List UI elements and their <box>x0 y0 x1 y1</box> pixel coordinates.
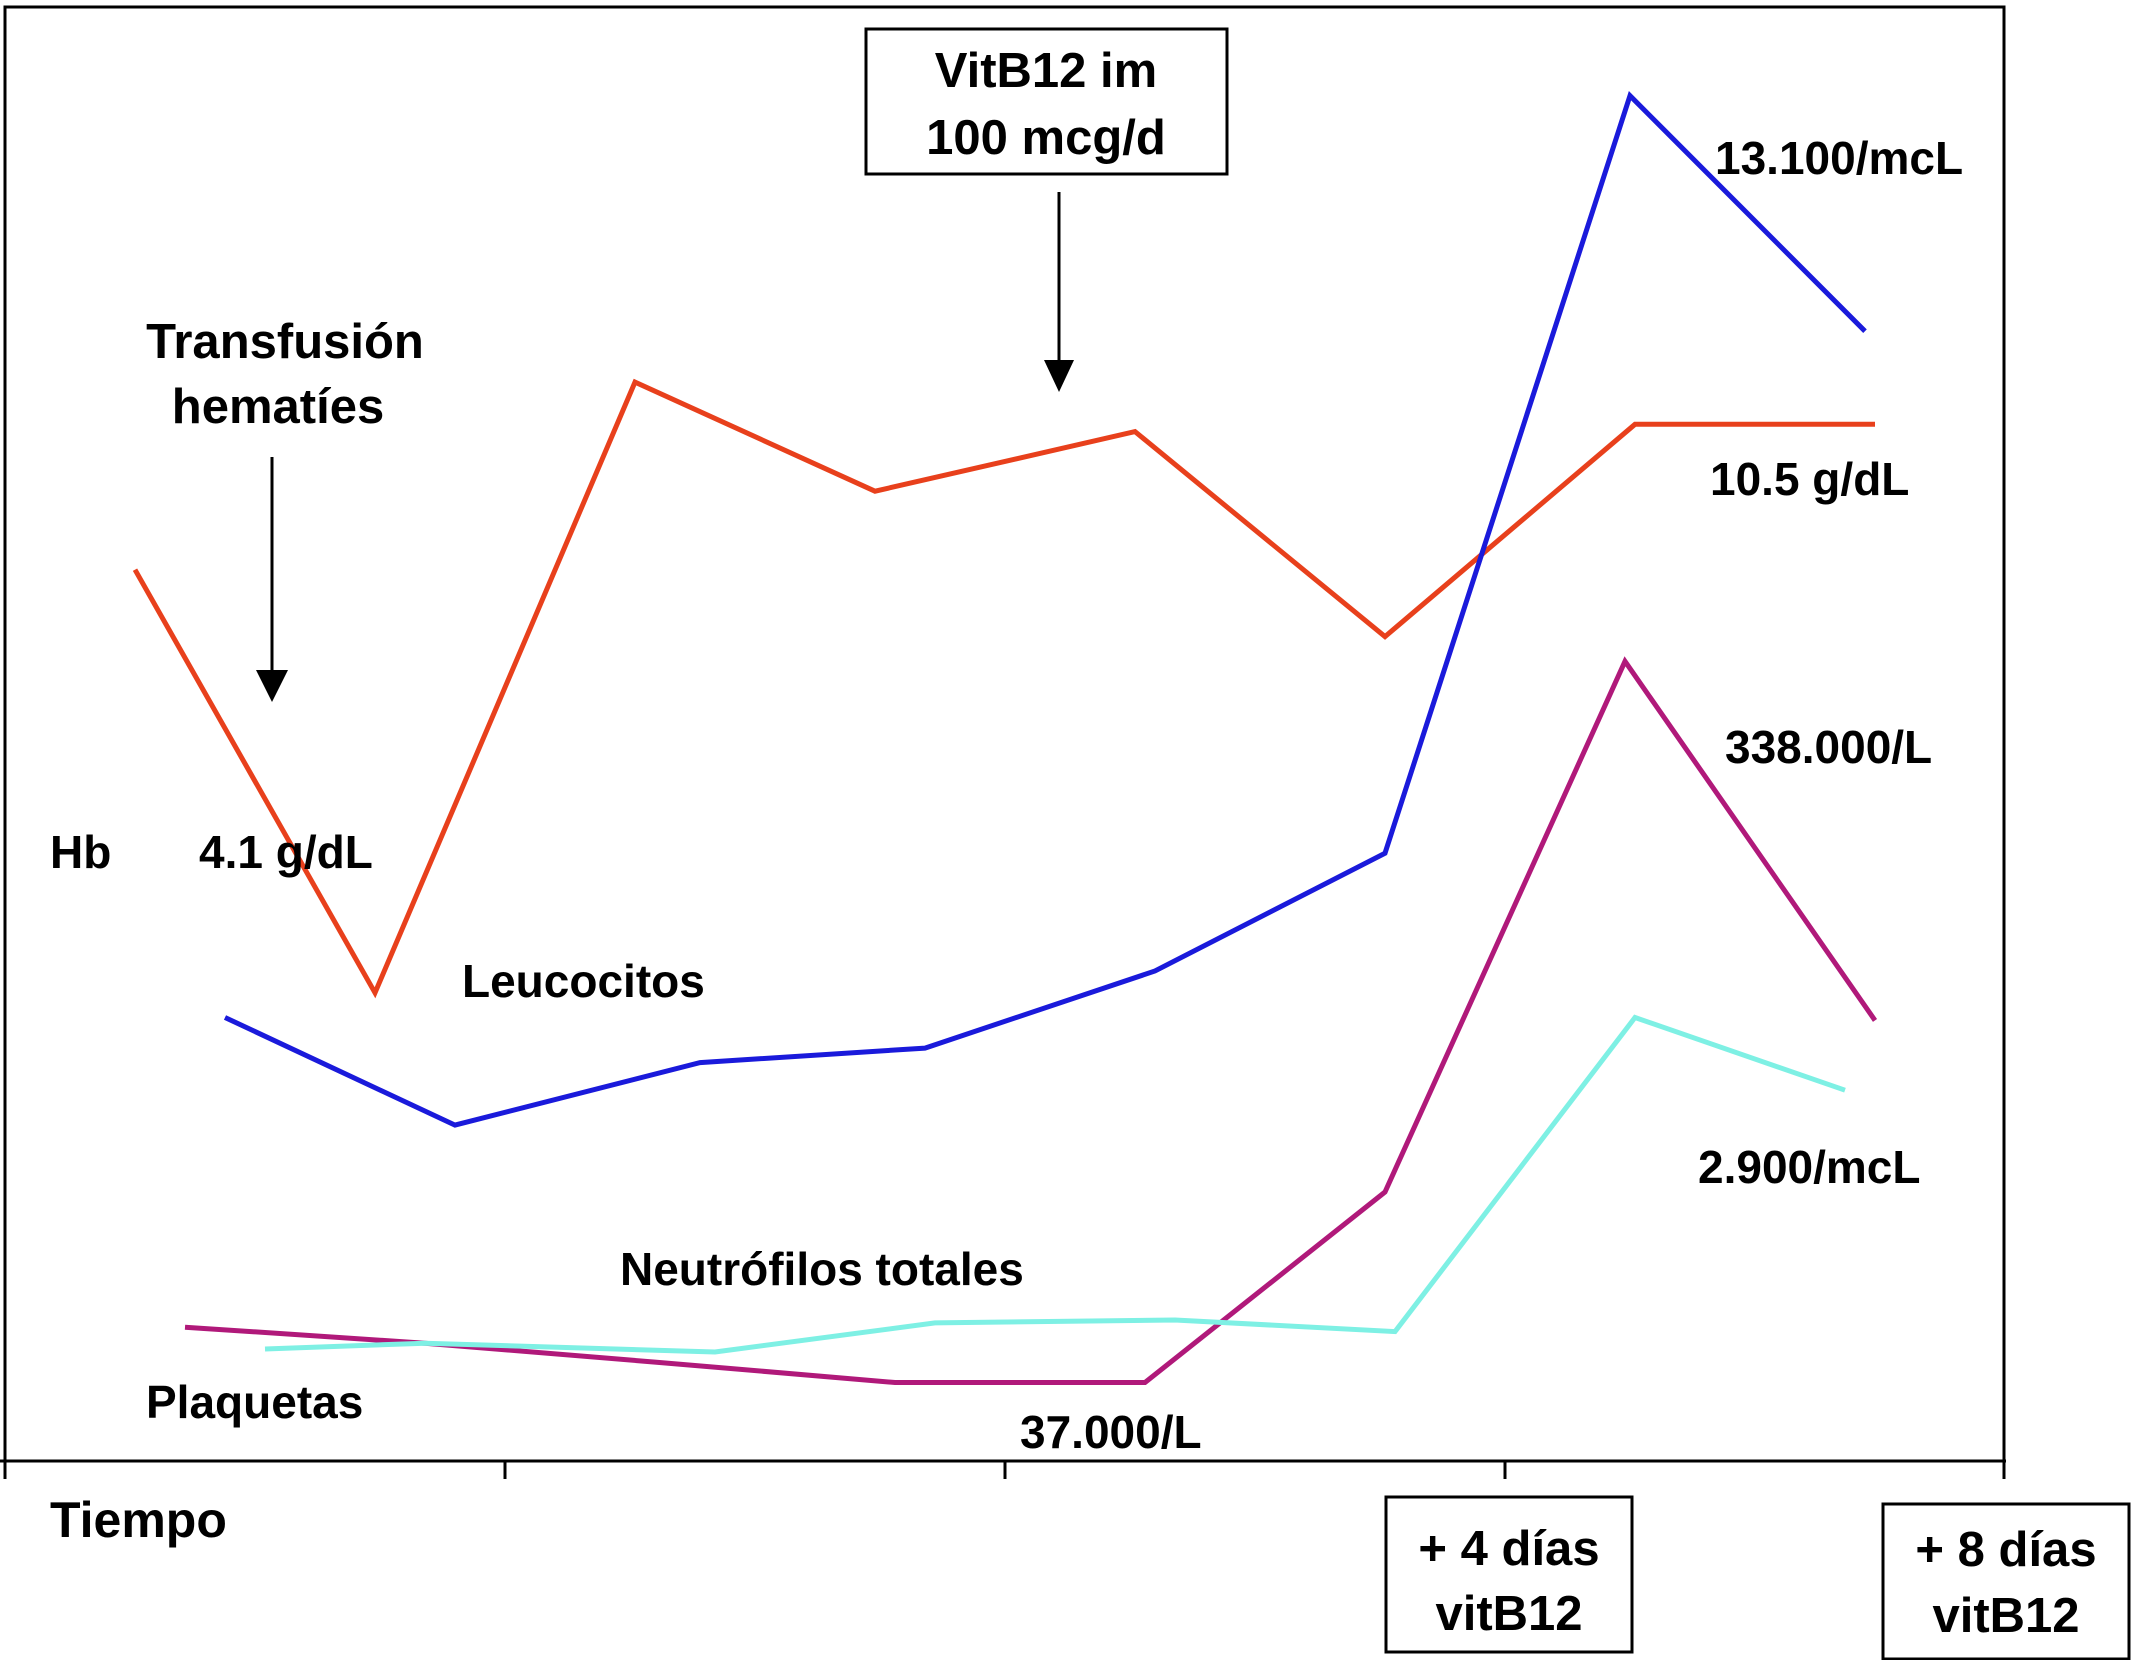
series-line-leucocitos <box>223 91 1867 1128</box>
series-layer <box>132 91 1878 1385</box>
hb-end-value-label: 10.5 g/dL <box>1710 453 1909 505</box>
tick-label-8-dias-line1: + 8 días <box>1915 1523 2096 1577</box>
series-line-hb <box>132 378 1875 999</box>
transfusion-arrow-head <box>256 670 288 702</box>
vitb12-label-line2: 100 mcg/d <box>926 111 1166 165</box>
x-axis <box>0 1459 2006 1479</box>
plaquetas-end-value-label: 338.000/L <box>1725 721 1932 773</box>
tick-label-4-dias-line1: + 4 días <box>1418 1522 1599 1576</box>
leucocitos-series-label: Leucocitos <box>462 955 705 1007</box>
tick-label-8-dias-line2: vitB12 <box>1932 1589 2079 1643</box>
tick-label-4-dias-line2: vitB12 <box>1435 1587 1582 1641</box>
leucocitos-end-value-label: 13.100/mcL <box>1715 132 1963 184</box>
vitb12-arrow-head <box>1044 360 1074 392</box>
series-line-plaquetas <box>184 656 1878 1385</box>
hb-series-label: Hb <box>50 826 111 878</box>
neutrofilos-series-label: Neutrófilos totales <box>620 1243 1024 1295</box>
vitb12-box <box>864 27 1229 176</box>
plaquetas-series-label: Plaquetas <box>146 1376 363 1428</box>
series-line-neutr-filos-totales <box>264 1014 1846 1355</box>
transfusion-label-line2: hematíes <box>172 380 384 434</box>
plaquetas-min-value-label: 37.000/L <box>1020 1406 1202 1458</box>
x-axis-label: Tiempo <box>50 1492 227 1548</box>
hb-start-value-label: 4.1 g/dL <box>199 826 373 878</box>
tick-box-8-dias <box>1881 1502 2131 1660</box>
neutrofilos-end-value-label: 2.900/mcL <box>1698 1141 1920 1193</box>
transfusion-label-line1: Transfusión <box>146 315 424 369</box>
vitb12-label-line1: VitB12 im <box>935 44 1157 98</box>
tick-box-4-dias <box>1384 1495 1634 1654</box>
